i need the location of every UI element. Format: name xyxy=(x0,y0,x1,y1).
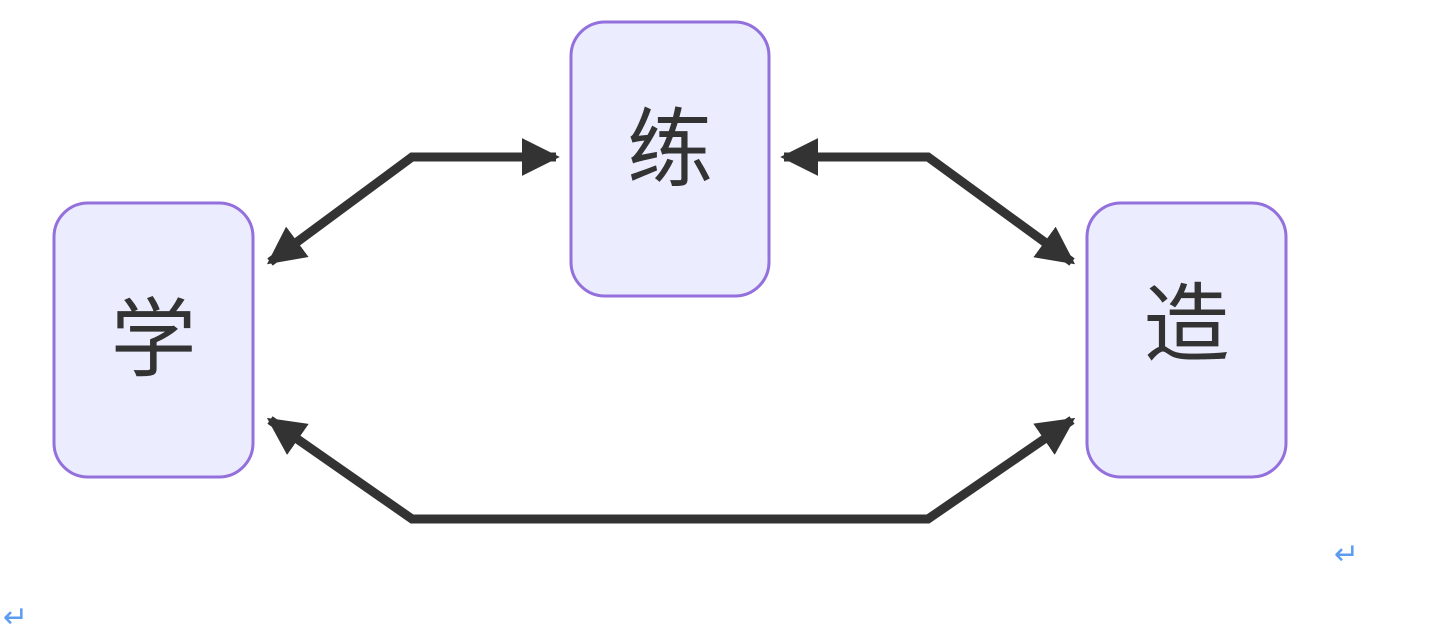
edge-learn-practice xyxy=(266,138,560,266)
edge-practice-create xyxy=(780,138,1076,266)
node-label: 练 xyxy=(627,100,713,200)
node-label: 造 xyxy=(1144,275,1230,375)
node-create[interactable]: 造 xyxy=(1085,201,1288,479)
paragraph-mark-icon: ↵ xyxy=(1334,537,1360,572)
node-practice[interactable]: 练 xyxy=(569,20,771,298)
paragraph-mark-icon: ↵ xyxy=(3,600,29,635)
node-learn[interactable]: 学 xyxy=(52,201,255,479)
edge-learn-create xyxy=(266,416,1076,524)
node-label: 学 xyxy=(111,290,197,390)
